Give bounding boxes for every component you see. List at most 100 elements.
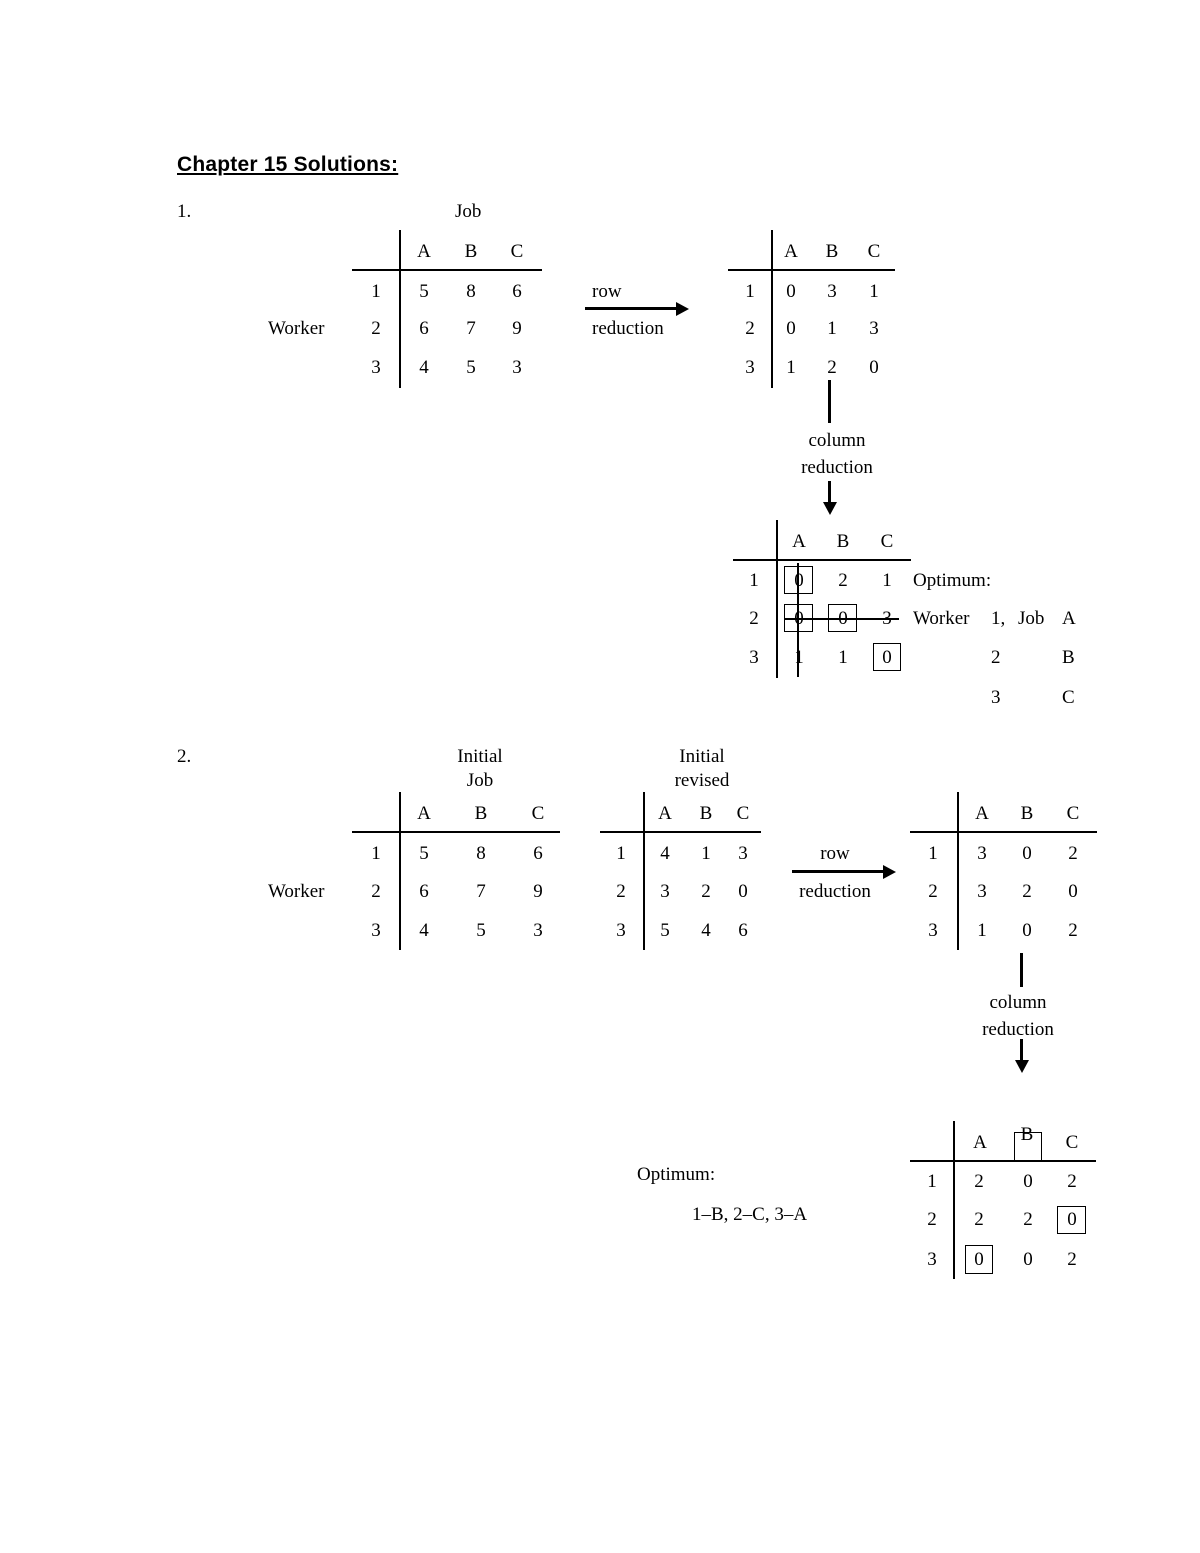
optimum-worker-1: 1,: [991, 608, 1006, 629]
matrix-cell: 6: [419, 318, 429, 339]
connector-line: [1020, 953, 1023, 987]
col-header: A: [658, 803, 672, 824]
optimum-worker-3: 3: [991, 687, 1001, 708]
matrix-cell: 3: [977, 881, 987, 902]
matrix-cell: 3: [977, 843, 987, 864]
matrix-divider-vertical: [771, 230, 773, 388]
col-header: A: [975, 803, 989, 824]
matrix-cell: 5: [419, 843, 429, 864]
col-header: A: [792, 531, 806, 552]
matrix-divider-horizontal: [910, 831, 1097, 833]
matrix-divider-horizontal: [733, 559, 911, 561]
row-header: 1: [749, 570, 759, 591]
row-header: 3: [616, 920, 626, 941]
matrix-cell: 5: [419, 281, 429, 302]
row-header: 3: [745, 357, 755, 378]
matrix-cell: 2: [827, 357, 837, 378]
matrix-cell: 0: [738, 881, 748, 902]
matrix-cell: 7: [476, 881, 486, 902]
row-header: 2: [927, 1209, 937, 1230]
matrix-cell: 1: [838, 647, 848, 668]
col-header: B: [464, 241, 478, 262]
matrix-cell: 2: [1067, 1249, 1077, 1270]
matrix-cell: 6: [512, 281, 522, 302]
row-header: 1: [616, 843, 626, 864]
col-header: B: [825, 241, 839, 262]
matrix-cell: 0: [869, 357, 879, 378]
matrix-cell: 0: [794, 570, 804, 591]
row-arrow-label-bottom: reduction: [799, 881, 871, 902]
matrix-divider-horizontal: [728, 269, 895, 271]
row-header: 1: [928, 843, 938, 864]
col-arrow-label-1: column: [808, 430, 866, 451]
col-header: A: [417, 803, 431, 824]
initial-label-1: Initial: [457, 746, 503, 767]
row-header: 2: [928, 881, 938, 902]
col-header: A: [417, 241, 431, 262]
matrix-cell: 0: [882, 647, 892, 668]
optimum-job-3: C: [1062, 687, 1075, 708]
matrix-cell: 1: [827, 318, 837, 339]
col-arrow-label-1: column: [989, 992, 1047, 1013]
connector-line: [828, 380, 831, 423]
matrix-cell: 9: [533, 881, 543, 902]
row-header: 3: [749, 647, 759, 668]
matrix-cell: 2: [1022, 881, 1032, 902]
matrix-cell: 2: [974, 1209, 984, 1230]
matrix-cell: 1: [977, 920, 987, 941]
optimum-worker-word: Worker: [913, 608, 970, 629]
matrix-cell: 6: [419, 881, 429, 902]
row-header: 3: [927, 1249, 937, 1270]
matrix-cell: 0: [1067, 1209, 1077, 1230]
col-arrow-label-2: reduction: [801, 457, 873, 478]
optimum-job-word: Job: [1018, 608, 1045, 629]
col-header: B: [1020, 803, 1034, 824]
matrix-divider-vertical: [399, 230, 401, 388]
matrix-cell: 1: [786, 357, 796, 378]
col-header: B: [699, 803, 713, 824]
matrix-cell: 0: [1022, 920, 1032, 941]
col-header: B: [836, 531, 850, 552]
matrix-cell: 2: [1067, 1171, 1077, 1192]
matrix-divider-horizontal: [352, 269, 542, 271]
row-header: 1: [745, 281, 755, 302]
matrix-cell: 2: [1023, 1209, 1033, 1230]
down-arrow-icon: [822, 481, 837, 515]
matrix-cell: 0: [786, 281, 796, 302]
col-header: C: [880, 531, 894, 552]
row-header: 1: [371, 281, 381, 302]
matrix-cell: 2: [1068, 843, 1078, 864]
matrix-cell: 6: [738, 920, 748, 941]
matrix-cell: 0: [1023, 1249, 1033, 1270]
matrix-cell: 3: [512, 357, 522, 378]
matrix-cell: 8: [466, 281, 476, 302]
col-header: C: [1065, 1132, 1079, 1153]
problem-1-number: 1.: [177, 201, 192, 222]
matrix-cell: 8: [476, 843, 486, 864]
matrix-cell: 0: [786, 318, 796, 339]
optimum-job-1: A: [1062, 608, 1076, 629]
matrix-divider-horizontal: [600, 831, 761, 833]
matrix-divider-horizontal: [910, 1160, 1096, 1162]
matrix-cell: 2: [1068, 920, 1078, 941]
row-header: 2: [616, 881, 626, 902]
matrix-divider-vertical: [957, 792, 959, 950]
col-header: B: [1020, 1124, 1034, 1145]
cover-line-horizontal: [784, 618, 899, 620]
matrix-divider-vertical: [399, 792, 401, 950]
page-title: Chapter 15 Solutions:: [177, 153, 399, 176]
row-arrow-label-top: row: [592, 281, 622, 302]
optimum-worker-2: 2: [991, 647, 1001, 668]
col-header: C: [531, 803, 545, 824]
matrix-cell: 5: [466, 357, 476, 378]
right-arrow-icon: [792, 864, 896, 879]
assignment-box: [873, 643, 901, 671]
row-header: 2: [371, 881, 381, 902]
matrix-cell: 3: [738, 843, 748, 864]
matrix-cell: 1: [701, 843, 711, 864]
initial-label-2: Job: [466, 770, 494, 791]
matrix-divider-horizontal: [352, 831, 560, 833]
matrix-cell: 5: [476, 920, 486, 941]
matrix-cell: 0: [1022, 843, 1032, 864]
matrix-cell: 0: [974, 1249, 984, 1270]
